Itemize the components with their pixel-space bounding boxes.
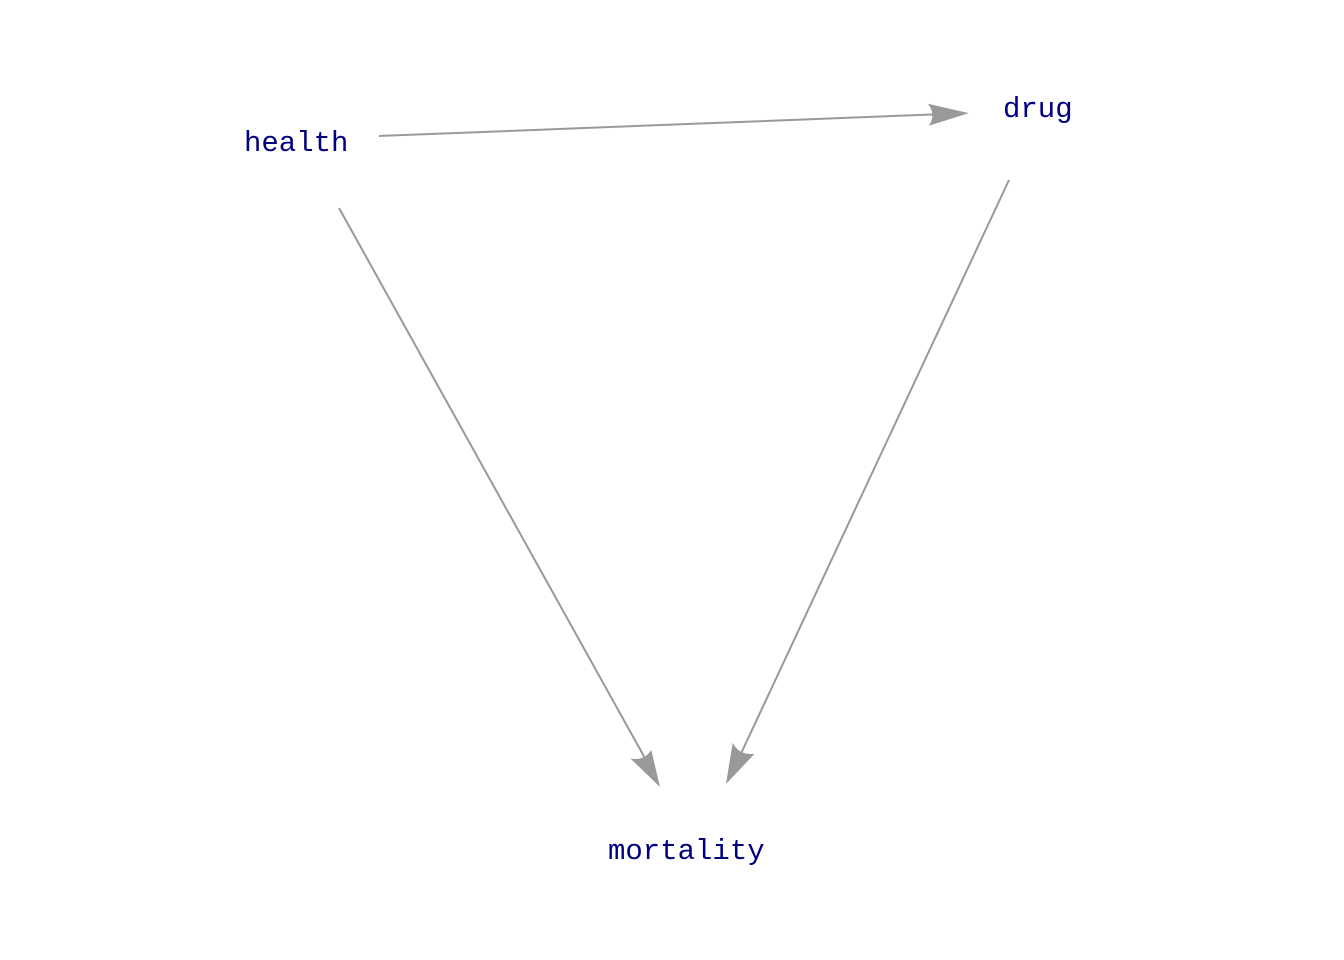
arrowhead-icon [726, 742, 755, 784]
node-mortality: mortality [608, 835, 765, 868]
edge-line-health-drug [378, 113, 946, 137]
edge-health-mortality [338, 207, 660, 787]
node-drug: drug [1003, 93, 1073, 126]
edges [338, 103, 1010, 787]
nodes: health drug mortality [244, 93, 1073, 868]
node-health: health [244, 127, 348, 160]
edge-health-drug [378, 103, 969, 137]
edge-drug-mortality [726, 179, 1010, 784]
arrowhead-icon [630, 749, 660, 787]
edge-line-drug-mortality [737, 179, 1010, 761]
arrowhead-icon [927, 103, 969, 126]
edge-line-health-mortality [338, 207, 647, 761]
